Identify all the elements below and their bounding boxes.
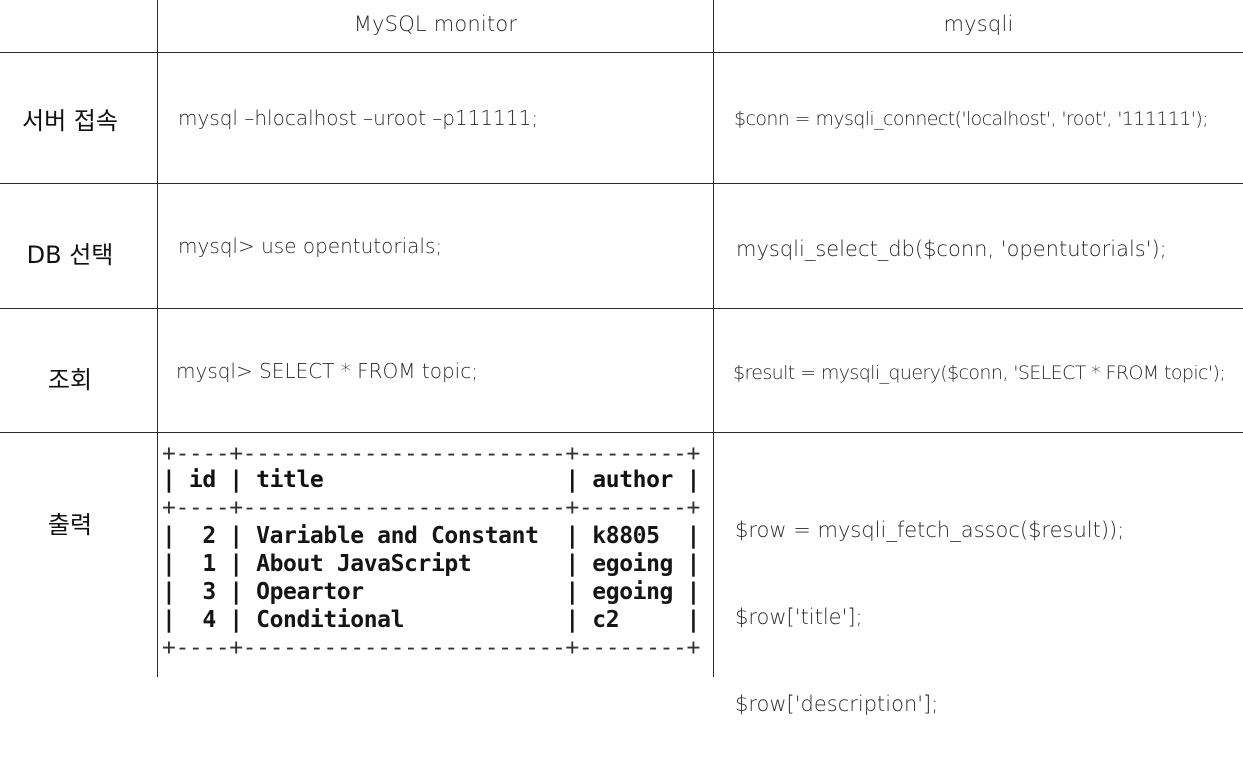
row-label-query: 조회 — [47, 365, 93, 394]
monitor-select-command: mysql> SELECT * FROM topic; — [176, 358, 478, 383]
terminal-header-row: | id | title | author | — [162, 467, 700, 493]
row-label-server-connect: 서버 접속 — [22, 106, 118, 135]
header-empty-cell — [0, 0, 157, 52]
terminal-border-top: +----+------------------------+--------+ — [162, 441, 700, 467]
terminal-border-bottom: +----+------------------------+--------+ — [162, 635, 700, 661]
mysqli-fetch-code: $row = mysqli_fetch_assoc($result)); $ro… — [735, 458, 1124, 777]
row-divider-3 — [0, 308, 1243, 309]
row-label-output: 출력 — [47, 510, 93, 539]
mysqli-query-code: $result = mysqli_query($conn, 'SELECT * … — [733, 361, 1226, 384]
row-divider-1 — [0, 52, 1243, 53]
row-divider-2 — [0, 183, 1243, 184]
column-divider-1 — [157, 0, 158, 677]
mysqli-connect-code: $conn = mysqli_connect('localhost', 'roo… — [734, 108, 1209, 130]
terminal-border-middle: +----+------------------------+--------+ — [162, 495, 700, 521]
column-divider-2 — [713, 0, 714, 677]
mysqli-title-line: $row['title']; — [735, 605, 863, 629]
monitor-use-command: mysql> use opentutorials; — [178, 234, 443, 258]
terminal-data-row: | 4 | Conditional | c2 | — [162, 607, 700, 633]
comparison-table: MySQL monitor mysqli 서버 접속 mysql –hlocal… — [0, 0, 1243, 716]
mysqli-description-line: $row['description']; — [735, 692, 939, 716]
monitor-connect-command: mysql –hlocalhost –uroot –p111111; — [178, 106, 539, 130]
mysql-result-table: +----+------------------------+--------+… — [162, 440, 710, 666]
row-divider-4 — [0, 432, 1243, 433]
terminal-data-row: | 3 | Opeartor | egoing | — [162, 579, 700, 605]
terminal-data-row: | 2 | Variable and Constant | k8805 | — [162, 523, 700, 549]
header-mysqli: mysqli — [943, 12, 1014, 36]
header-mysql-monitor: MySQL monitor — [353, 12, 518, 36]
mysqli-select-db-code: mysqli_select_db($conn, 'opentutorials')… — [736, 237, 1167, 261]
terminal-data-row: | 1 | About JavaScript | egoing | — [162, 551, 700, 577]
row-label-db-select: DB 선택 — [26, 240, 114, 269]
mysqli-fetch-line: $row = mysqli_fetch_assoc($result)); — [735, 518, 1125, 542]
